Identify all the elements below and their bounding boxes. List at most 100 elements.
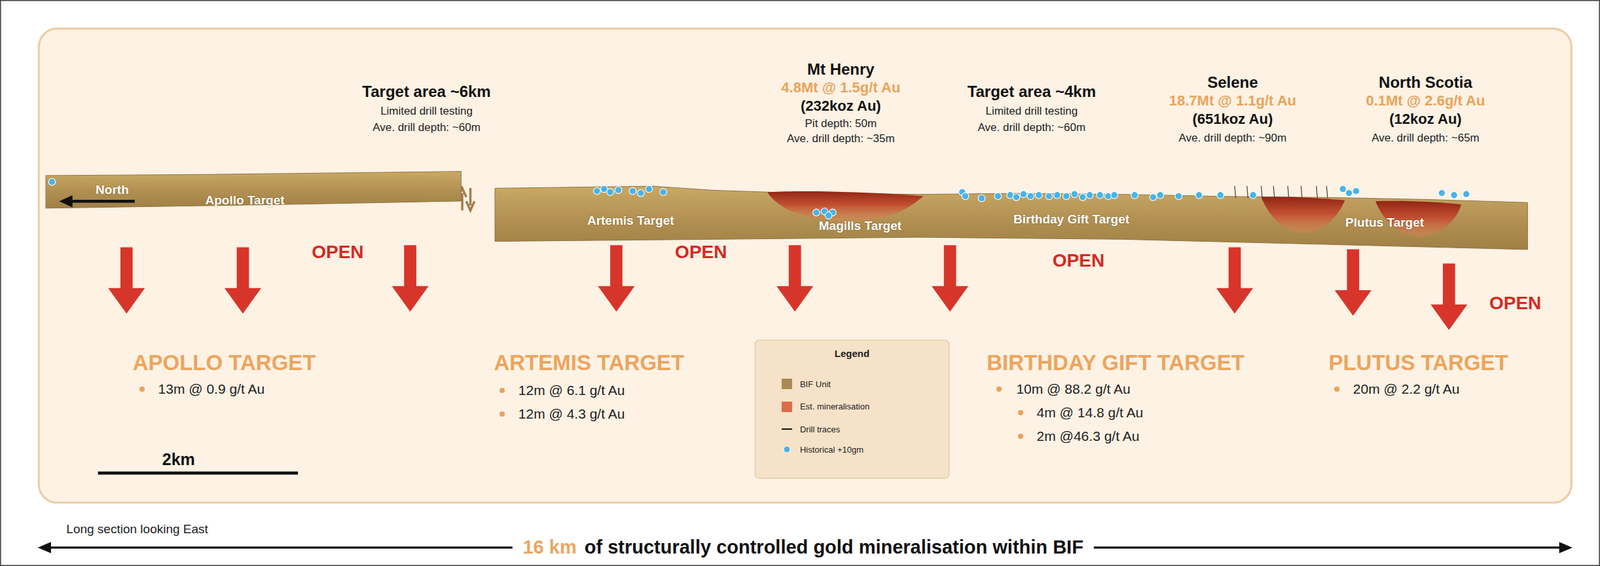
drill-note: Limited drill testing bbox=[380, 105, 473, 118]
drill-trace bbox=[1287, 185, 1290, 199]
drill-hole-dot bbox=[978, 194, 986, 202]
extent-caption: 16 kmof structurally controlled gold min… bbox=[511, 536, 1094, 558]
drill-hole-dot bbox=[1156, 191, 1164, 200]
drill-hole-dot bbox=[1131, 191, 1139, 200]
drill-hole-dot bbox=[1110, 191, 1119, 200]
section-note: Long section looking East bbox=[66, 521, 209, 536]
drill-hole-dot bbox=[659, 188, 668, 196]
area-heading: Selene bbox=[1207, 73, 1258, 91]
north-arrow-shaft bbox=[69, 199, 135, 203]
target-heading: PLUTUS TARGET bbox=[1328, 350, 1508, 374]
scale-label: 2km bbox=[162, 450, 196, 469]
open-label: OPEN bbox=[674, 242, 727, 263]
mineralisation bbox=[767, 191, 1462, 237]
bullet-dot bbox=[1334, 386, 1340, 392]
drill-hole-dot bbox=[1104, 192, 1112, 200]
resource-ounces: (12koz Au) bbox=[1389, 111, 1462, 128]
north-arrow-head bbox=[58, 195, 73, 208]
open-label: OPEN bbox=[1489, 293, 1542, 314]
drill-hole-dot bbox=[1045, 192, 1053, 200]
drill-hole-dot bbox=[637, 189, 645, 197]
intercept-value: 10m @ 88.2 g/t Au bbox=[1016, 381, 1130, 397]
drill-hole-dot bbox=[1463, 190, 1471, 198]
extent-length: 16 km bbox=[522, 536, 577, 558]
drill-note: Limited drill testing bbox=[985, 105, 1078, 118]
bullet-dot bbox=[1018, 409, 1024, 416]
drill-hole-dot bbox=[1071, 190, 1079, 198]
down-arrow bbox=[108, 246, 145, 313]
drill-trace bbox=[1300, 185, 1303, 199]
down-arrow bbox=[931, 244, 969, 311]
intercept-value: 12m @ 4.3 g/t Au bbox=[518, 405, 626, 421]
drill-hole-dot bbox=[629, 187, 637, 195]
legend-label: Est. mineralisation bbox=[800, 401, 870, 412]
drill-hole-dot bbox=[1175, 192, 1183, 200]
drill-hole-dot bbox=[614, 186, 622, 194]
legend-box bbox=[754, 339, 949, 478]
drill-hole-dot bbox=[961, 192, 969, 200]
band-label: Artemis Target bbox=[587, 213, 675, 228]
open-label: OPEN bbox=[1052, 250, 1105, 271]
target-heading: ARTEMIS TARGET bbox=[493, 350, 685, 374]
intercept-value: 13m @ 0.9 g/t Au bbox=[158, 381, 266, 397]
band-label: North bbox=[95, 182, 129, 198]
drill-hole-dot bbox=[1438, 189, 1446, 197]
drill-hole-dot bbox=[1035, 191, 1043, 200]
drill-hole-dot bbox=[1195, 191, 1203, 200]
mineralisation-zone bbox=[767, 191, 924, 222]
drill-hole-dot bbox=[600, 185, 608, 193]
intercept-value: 20m @ 2.2 g/t Au bbox=[1353, 381, 1460, 397]
drill-hole-dot bbox=[48, 178, 56, 186]
bullet-dot bbox=[139, 386, 145, 392]
legend-entry: Drill traces bbox=[781, 423, 840, 435]
down-arrow-small bbox=[466, 187, 474, 211]
mineralisation-zone bbox=[1261, 197, 1346, 234]
area-heading: North Scotia bbox=[1378, 73, 1473, 91]
down-arrow bbox=[392, 244, 429, 311]
drill-hole-sample bbox=[783, 445, 791, 453]
drill-hole-dot bbox=[1063, 192, 1071, 200]
drill-hole-dot bbox=[1096, 191, 1104, 200]
bif-unit-shape bbox=[45, 171, 461, 209]
drill-hole-dot bbox=[1019, 190, 1028, 198]
drill-note: Ave. drill depth: ~60m bbox=[372, 121, 481, 135]
drill-hole-dot bbox=[606, 188, 615, 196]
drill-hole-dot bbox=[994, 192, 1002, 200]
resource-ounces: (232koz Au) bbox=[800, 98, 882, 114]
open-label: OPEN bbox=[311, 242, 364, 263]
area-heading: Target area ~4km bbox=[967, 83, 1096, 101]
target-heading: BIRTHDAY GIFT TARGET bbox=[986, 350, 1245, 374]
bullet-dot bbox=[499, 387, 505, 393]
north-arrow bbox=[58, 195, 135, 208]
legend-entry: BIF Unit bbox=[781, 378, 831, 389]
arrow-head bbox=[37, 541, 52, 553]
legend-label: Historical +10gm bbox=[800, 444, 864, 455]
bullet-dot bbox=[1018, 433, 1024, 439]
intercept-value: 12m @ 6.1 g/t Au bbox=[518, 382, 626, 398]
drill-trace bbox=[1261, 185, 1263, 199]
resource-grade: 0.1Mt @ 2.6g/t Au bbox=[1365, 92, 1485, 109]
drill-hole-dot bbox=[1450, 191, 1458, 200]
drill-trace-sample bbox=[781, 428, 793, 430]
down-arrow bbox=[224, 246, 262, 313]
drill-hole-dot bbox=[829, 208, 837, 217]
bif-band: Artemis TargetMagills TargetBirthday Gif… bbox=[494, 181, 1531, 254]
legend-swatch bbox=[781, 378, 793, 389]
drill-hole-dot bbox=[1352, 187, 1360, 195]
drill-hole-dot bbox=[1078, 193, 1087, 201]
legend-label: Drill traces bbox=[800, 424, 840, 435]
drill-hole-dot bbox=[824, 212, 833, 220]
drill-hole-dot bbox=[813, 208, 821, 217]
arrow-head bbox=[1559, 541, 1573, 553]
resource-grade: 18.7Mt @ 1.1g/t Au bbox=[1169, 92, 1297, 109]
drill-hole-dot bbox=[1086, 191, 1094, 200]
drill-hole-dot bbox=[1149, 193, 1157, 201]
bullet-dot bbox=[996, 386, 1002, 392]
drill-trace bbox=[1316, 185, 1318, 199]
legend-sample bbox=[781, 423, 793, 435]
legend-label: BIF Unit bbox=[800, 379, 831, 389]
down-arrow bbox=[597, 244, 635, 311]
drill-note: Ave. drill depth: ~65m bbox=[1371, 131, 1480, 145]
band-label: Magills Target bbox=[818, 218, 902, 234]
